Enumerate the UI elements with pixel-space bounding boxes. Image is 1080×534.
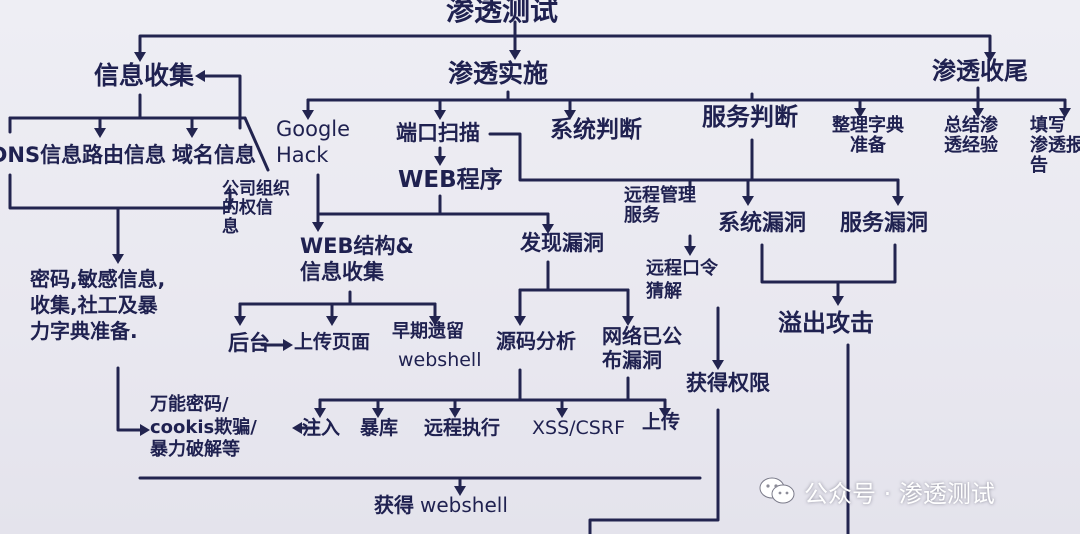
node-web-program: WEB程序: [398, 167, 503, 193]
node-attack-db-dump: 暴库: [360, 417, 399, 439]
node-upload-page: 上传页面: [294, 331, 371, 353]
node-summary: 总结渗 透经验: [944, 115, 998, 157]
node-attack-injection: 注入: [302, 417, 341, 439]
node-system-vuln: 系统漏洞: [718, 211, 807, 236]
node-attack-xss-csrf: XSS/CSRF: [532, 417, 625, 439]
node-domain-info: 域名信息: [172, 143, 256, 167]
node-report: 填写 渗透报 告: [1030, 115, 1080, 177]
node-system-judgement: 系统判断: [550, 117, 642, 143]
node-get-webshell-suffix: webshell: [420, 493, 508, 517]
node-early-shell: 早期遗留: [392, 321, 464, 342]
node-org-info: 公司组织 的权信 息: [222, 179, 290, 238]
node-port-scan: 端口扫描: [396, 121, 480, 145]
node-route-info: 路由信息: [82, 143, 166, 167]
node-service-judgement: 服务判断: [702, 103, 798, 131]
node-early-shell-webshell: webshell: [398, 349, 482, 371]
node-google-hack: Google Hack: [276, 117, 351, 168]
branch-implementation: 渗透实施: [448, 59, 549, 88]
node-attack-upload: 上传: [642, 411, 681, 433]
node-get-privilege: 获得权限: [686, 371, 770, 395]
node-find-vuln: 发现漏洞: [520, 231, 604, 255]
node-password-prep: 密码,敏感信息, 收集,社工及暴 力字典准备.: [30, 267, 166, 343]
branch-wrapup: 渗透收尾: [932, 57, 1028, 85]
node-universal-password: 万能密码/ cookis欺骗/ 暴力破解等: [150, 394, 257, 460]
node-backend: 后台: [228, 331, 270, 355]
node-dns-info: DNS信息: [0, 143, 83, 167]
branch-info-gathering: 信息收集: [94, 61, 195, 90]
wechat-icon: [758, 476, 796, 506]
node-remote-mgmt: 远程管理 服务: [624, 185, 696, 227]
node-source-analysis: 源码分析: [496, 329, 576, 353]
node-get-webshell-prefix: 获得: [374, 493, 414, 517]
node-remote-crack: 远程口令 猜解: [646, 258, 718, 302]
node-service-vuln: 服务漏洞: [840, 211, 929, 236]
watermark: 公众号 · 渗透测试: [758, 474, 995, 508]
node-attack-rce: 远程执行: [424, 417, 501, 439]
node-web-structure: WEB结构& 信息收集: [300, 234, 414, 284]
node-dict-prep: 整理字典 准备: [832, 115, 904, 157]
node-public-vuln: 网络已公 布漏洞: [602, 324, 682, 372]
diagram-title: 渗透测试: [446, 0, 559, 27]
node-overflow-attack: 溢出攻击: [778, 309, 874, 337]
watermark-text: 公众号 · 渗透测试: [804, 479, 995, 508]
